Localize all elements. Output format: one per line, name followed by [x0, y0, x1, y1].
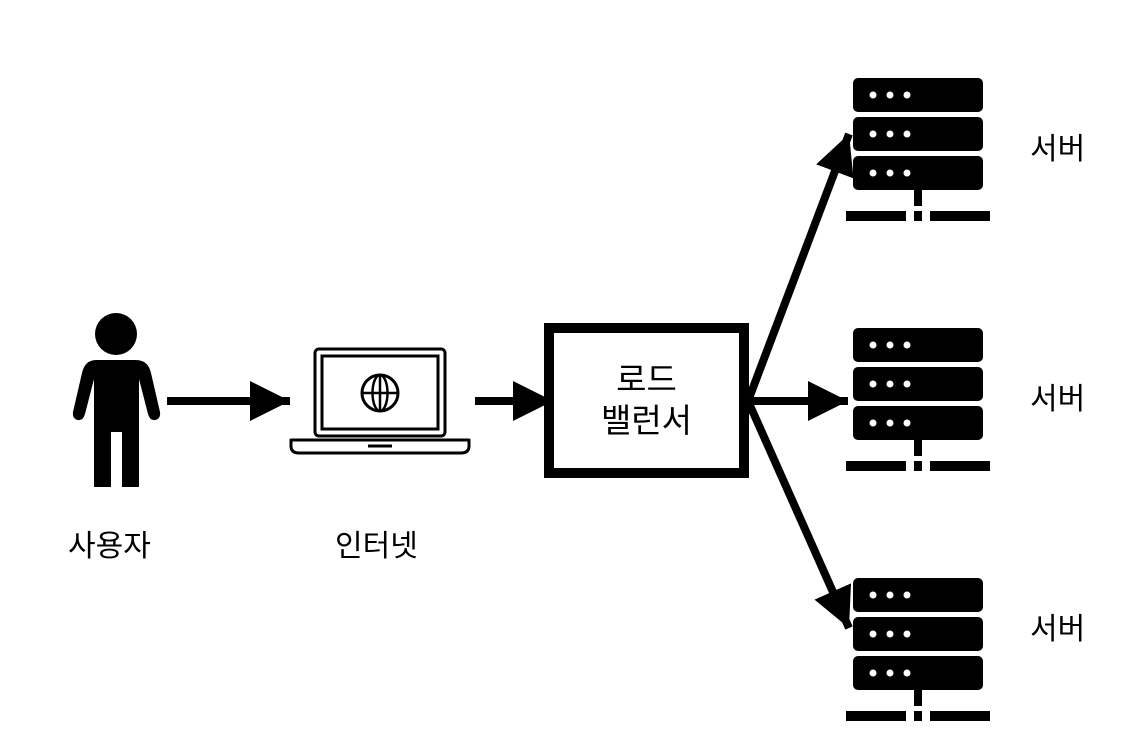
arrow-loadbalancer-to-server-3 — [744, 399, 853, 630]
laptop-globe-icon — [289, 347, 471, 455]
server-label-1: 서버 — [1030, 132, 1086, 167]
server-label-3: 서버 — [1030, 612, 1086, 647]
person-icon — [72, 313, 161, 487]
server-icon — [846, 578, 990, 721]
server-icon — [846, 78, 990, 221]
load-balancer-label-line2: 밸런서 — [600, 400, 693, 440]
load-balancer-label: 로드 밸런서 — [549, 328, 744, 473]
globe-icon — [360, 373, 400, 413]
user-label: 사용자 — [68, 529, 151, 564]
server-icon — [846, 328, 990, 471]
internet-label: 인터넷 — [335, 529, 418, 564]
load-balancer-label-line1: 로드 — [616, 360, 677, 400]
server-label-2: 서버 — [1030, 382, 1086, 417]
arrow-loadbalancer-to-server-1 — [744, 132, 854, 403]
